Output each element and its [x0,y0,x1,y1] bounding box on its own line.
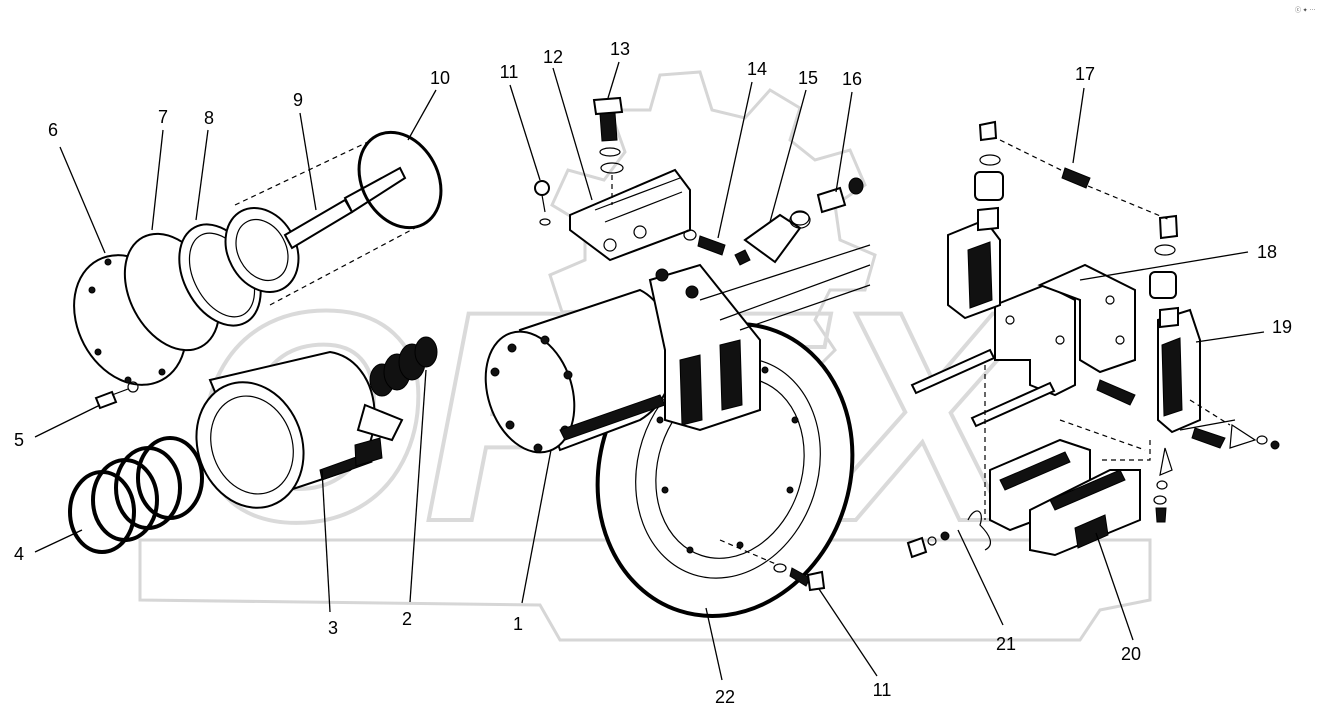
callout-21: 21 [996,634,1016,654]
corner-mark: ⓒ ✦ ⋯ [1295,6,1315,14]
part-2-boot [369,336,438,397]
leader-lines [34,61,1265,681]
callout-9: 9 [293,90,303,110]
callout-3: 3 [328,618,338,638]
centre-assembly [484,96,871,618]
right-assembly [906,120,1280,559]
callout-19: 19 [1272,317,1292,337]
callout-1: 1 [513,614,523,634]
callout-4: 4 [14,544,24,564]
part-15-conical-bushing [734,211,811,266]
part-16-fitting [790,177,864,226]
left-assembly [68,130,443,554]
part-11-small-bolt [534,180,551,226]
callout-5: 5 [14,430,24,450]
callout-12: 12 [543,47,563,67]
part-19-right-guide-block [1149,214,1201,434]
centre-caliper [648,244,871,432]
callout-20: 20 [1121,644,1141,664]
part-9-piston [224,166,407,294]
callout-2: 2 [402,609,412,629]
part-left-guide-block [947,120,1004,320]
part-11-bottom-bolt [719,539,826,592]
watermark-bottom-gear [138,538,1152,642]
callout-15: 15 [798,68,818,88]
callout-17: 17 [1075,64,1095,84]
callout-11-top: 11 [500,62,519,82]
part-10-snap-ring [357,130,443,230]
callout-8: 8 [204,108,214,128]
right-assembly-lines [984,365,1236,520]
callout-11-bottom: 11 [873,680,892,700]
callout-16: 16 [842,69,862,89]
part-guide-pins [910,348,1280,450]
part-21-clip [906,510,992,559]
part-1-actuator-cylinder [484,288,675,454]
part-17-set-screw [999,139,1171,221]
callout-22: 22 [715,687,735,707]
callout-14: 14 [747,59,767,79]
part-20-brake-pads [989,438,1141,557]
part-13-bolt-washers [592,96,624,205]
part-3-cylinder-housing [195,350,404,509]
part-18-caliper-bracket [994,263,1136,397]
assembly-line-9-10 [234,139,416,306]
part-12-yoke [569,168,691,262]
part-5-bolt [94,381,139,410]
callout-10: 10 [430,68,450,88]
callout-7: 7 [158,107,168,127]
part-right-small-bolts [1153,447,1173,523]
part-14-screw [683,229,726,256]
callout-6: 6 [48,120,58,140]
callout-labels: 1 2 3 4 5 6 7 8 9 10 11 12 13 14 15 16 1… [14,39,1292,707]
callout-13: 13 [610,39,630,59]
callout-18: 18 [1257,242,1277,262]
part-4-spring [68,436,204,554]
